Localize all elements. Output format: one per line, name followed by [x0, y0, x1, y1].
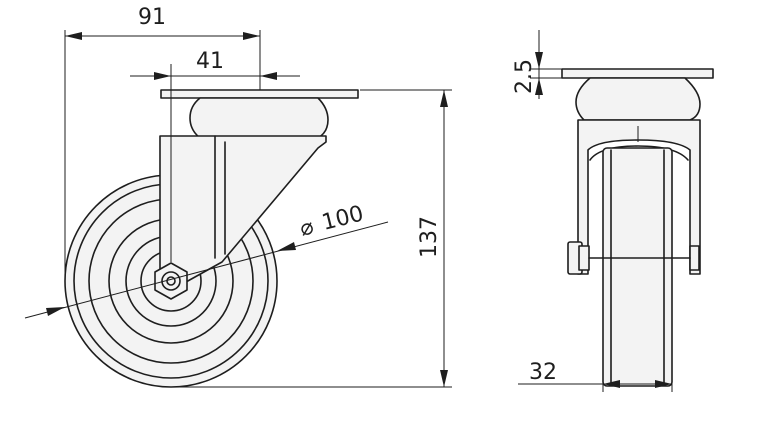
front-axle-nut — [689, 245, 700, 271]
axle-nut — [154, 262, 188, 300]
front-axle-bolt-washer — [578, 245, 590, 271]
axle-bolt-center — [166, 276, 176, 286]
front-swivel-housing — [575, 77, 701, 121]
dim-137-label: 137 — [417, 216, 442, 258]
top-plate — [160, 89, 359, 99]
dim-91-label: 91 — [138, 5, 166, 30]
dimension-axle-offset: 41 — [130, 49, 300, 262]
dimension-overall-height: 137 — [171, 89, 452, 388]
dim-diameter-symbol: ⌀ — [297, 214, 316, 241]
axle-bolt — [161, 271, 181, 291]
dim-2-5-label: 2.5 — [512, 59, 537, 94]
dimension-plate-thickness: 2.5 — [512, 30, 562, 99]
dim-32-label: 32 — [529, 360, 557, 385]
front-view — [561, 68, 714, 387]
dim-100-label: 100 — [319, 201, 366, 235]
front-fork-inner — [589, 145, 689, 161]
front-top-plate — [561, 68, 714, 79]
dimension-overall-length: 91 — [64, 5, 261, 281]
dimension-wheel-width: 32 — [518, 360, 673, 392]
swivel-housing — [189, 97, 329, 139]
dim-41-label: 41 — [196, 49, 224, 74]
front-wheel — [602, 147, 673, 387]
